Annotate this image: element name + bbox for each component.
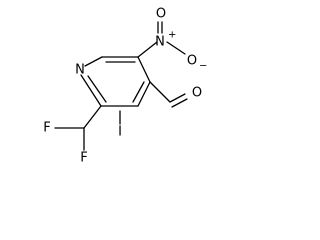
atom-aldehyde-o: O	[192, 86, 202, 101]
charge-nitro-o: −	[199, 61, 207, 72]
atom-nitro-o-right: O	[187, 54, 197, 69]
bond-c6-n1	[84, 56, 103, 67]
atom-nitro-n: N	[155, 35, 165, 50]
bond-c4-cho-c	[149, 81, 171, 103]
double-bond-c3-c4-inner	[132, 81, 145, 103]
atom-iodine: I	[118, 125, 122, 140]
bond-cho-c-o-b	[171, 98, 188, 108]
bond-nitro-n-o-right	[166, 41, 186, 55]
double-bond-c2-n1-inner	[87, 75, 107, 103]
bond-c5-nitro-n	[137, 41, 158, 58]
bond-cho-c-o-a	[169, 93, 186, 103]
atom-fluorine-1: F	[43, 121, 50, 136]
atom-pyridine-n: N	[75, 63, 85, 78]
charge-nitro-n: +	[168, 30, 176, 41]
bond-c4-c5	[137, 56, 151, 83]
molecule-structure: N N + O O − O I F F	[43, 7, 207, 166]
bond-c3-c4	[137, 81, 151, 107]
atom-fluorine-2: F	[80, 151, 87, 166]
atom-nitro-o-top: O	[156, 7, 166, 22]
bond-n1-c2	[80, 74, 102, 107]
bond-c2-chf2	[83, 105, 102, 129]
